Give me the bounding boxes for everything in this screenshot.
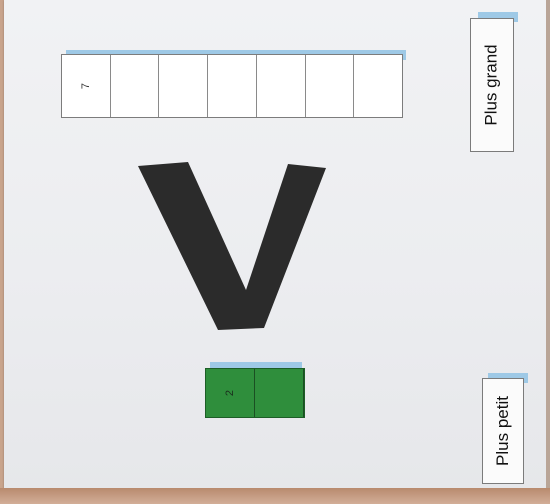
card-cell <box>255 369 304 417</box>
strip-cell <box>208 55 257 117</box>
strip-cell: 7 <box>62 55 111 117</box>
table-edge-right <box>546 0 550 504</box>
number-strip-top: 7 <box>61 54 403 118</box>
label-plus-petit: Plus petit <box>482 378 524 484</box>
card-cell: 2 <box>206 369 255 417</box>
table-edge-bottom <box>0 488 550 504</box>
strip-cell <box>354 55 402 117</box>
label-text: Plus grand <box>482 44 502 125</box>
number-card-bottom: 2 <box>205 368 305 418</box>
comparison-v-sign-icon <box>138 158 326 334</box>
cell-number: 7 <box>80 83 92 89</box>
strip-cell <box>257 55 306 117</box>
cell-number: 2 <box>224 390 236 396</box>
strip-cell <box>111 55 160 117</box>
label-text: Plus petit <box>493 396 513 466</box>
strip-cell <box>159 55 208 117</box>
label-plus-grand: Plus grand <box>470 18 514 152</box>
strip-cell <box>306 55 355 117</box>
